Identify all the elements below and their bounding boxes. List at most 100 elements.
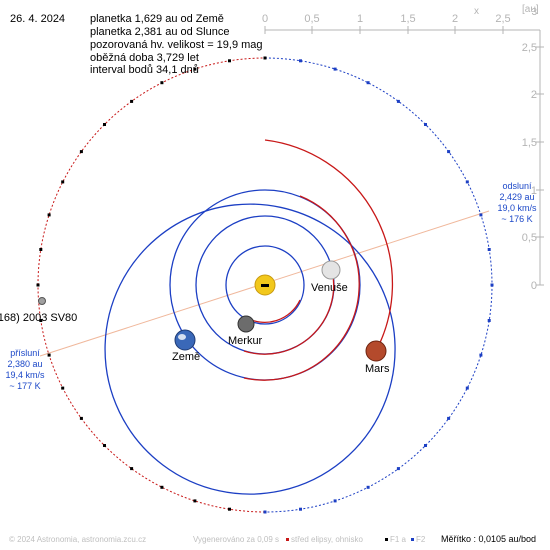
y-scale-tick-label: 2,5 [522, 42, 537, 54]
venus-orbit-near-arc [243, 269, 335, 355]
mars-icon [365, 340, 387, 362]
magnitude-text: pozorovaná hv. velikost = 19,9 mag [90, 39, 263, 51]
aphelion-title: odsluní [502, 181, 532, 191]
orbit-point [487, 319, 491, 322]
mars-orbit-near-arc [264, 139, 394, 352]
legend-center-text: střed elipsy, ohnisko [291, 535, 363, 544]
x-axis-letter: x [474, 6, 479, 17]
legend-focus1: F1 a [385, 535, 406, 544]
y-scale-tick-label: 0,5 [522, 232, 537, 244]
orbit-point [61, 386, 65, 390]
orbit-point [79, 150, 83, 154]
sun-marker [261, 284, 269, 287]
orbit-point [299, 507, 302, 511]
unit-label: [au] [522, 4, 539, 15]
orbit-point [47, 213, 51, 217]
venus-label: Venuše [311, 282, 348, 294]
orbit-point [396, 99, 400, 103]
orbit-point [61, 180, 65, 184]
distance-earth-text: planetka 1,629 au od Země [90, 13, 224, 25]
y-scale-tick-label: 1 [531, 185, 537, 197]
aphelion-info: odsluní 2,429 au 19,0 km/s ~ 176 K [487, 181, 547, 225]
orbit-point [447, 150, 451, 154]
x-scale-tick-label: 0,5 [304, 13, 319, 25]
orbit-point [130, 467, 134, 471]
y-scale-tick-label: 3 [531, 7, 537, 18]
y-scale-tick-label: 2 [531, 89, 537, 101]
y-scale-tick-label: 1,5 [522, 137, 537, 149]
perihelion-title: přísluní [10, 348, 40, 358]
copyright-text: © 2024 Astronomia, astronomia.zcu.cz [9, 535, 147, 544]
orbit-point [465, 386, 469, 390]
orbit-point [299, 59, 302, 63]
asteroid-icon [38, 297, 46, 305]
orbit-point [228, 507, 231, 511]
focus1-marker-icon [385, 538, 388, 542]
orbit-point [103, 444, 106, 447]
center-marker-icon [286, 538, 289, 542]
orbit-point [79, 416, 83, 420]
orbit-point [424, 123, 427, 126]
x-scale-tick-label: 0 [262, 13, 268, 25]
scale-text: Měřítko : 0,0105 au/bod [441, 534, 537, 544]
orbit-point [39, 248, 43, 251]
orbit-point [103, 123, 106, 126]
orbit-point [193, 499, 197, 503]
orbit-point [47, 353, 51, 357]
orbit-point [366, 485, 370, 489]
orbit-point [447, 416, 451, 420]
orbit-point [333, 499, 337, 503]
earth-icon [174, 329, 196, 351]
bodies-layer [38, 260, 387, 362]
asteroid-orbit-left-arc [37, 284, 266, 513]
earth-label: Země [172, 351, 201, 363]
orbit-point [39, 319, 43, 322]
focus2-marker-icon [411, 538, 414, 542]
orbit-point [396, 467, 400, 471]
orbit-point [424, 444, 427, 447]
orbit-point [160, 485, 164, 489]
orbit-point [263, 510, 267, 514]
point-interval-text: interval bodů 34,1 dnů [90, 64, 199, 76]
asteroid-orbit-upper-arc [37, 57, 266, 286]
orbit-point [333, 67, 337, 71]
perihelion-speed: 19,4 km/s [5, 370, 45, 380]
orbit-point [263, 56, 267, 60]
mars-orbit [104, 203, 396, 495]
asteroid-orbit-far-arc [264, 57, 493, 286]
legend-focus1-text: F1 a [390, 535, 407, 544]
mercury-label: Merkur [228, 335, 263, 347]
legend-center: střed elipsy, ohnisko [286, 535, 363, 544]
aphelion-distance: 2,429 au [499, 192, 535, 202]
orbit-point [465, 180, 469, 184]
earth-clouds [178, 334, 186, 340]
perihelion-info: přísluní 2,380 au 19,4 km/s ~ 177 K [0, 348, 55, 392]
aphelion-temperature: ~ 176 K [501, 214, 533, 224]
orbital-period-text: oběžná doba 3,729 let [90, 52, 199, 64]
mars-label: Mars [365, 363, 390, 375]
orbit-point [487, 248, 491, 251]
orbit-point [193, 67, 197, 71]
orbit-point [479, 213, 483, 217]
x-scale-tick-label: 2 [452, 13, 458, 25]
orbit-point [366, 81, 370, 85]
orbits-layer [37, 57, 493, 513]
orbit-point [228, 59, 231, 63]
orbit-point [490, 283, 494, 287]
orbit-point [36, 283, 40, 287]
perihelion-distance: 2,380 au [7, 359, 43, 369]
legend-focus2: F2 [411, 535, 425, 544]
date-label: 26. 4. 2024 [10, 13, 66, 25]
orbit-point [479, 353, 483, 357]
venus-icon [321, 260, 341, 280]
orbit-point [160, 81, 164, 85]
perihelion-temperature: ~ 177 K [9, 381, 41, 391]
x-scale-tick-label: 1,5 [400, 13, 415, 25]
asteroid-orbit-lower-arc [264, 284, 493, 513]
distance-sun-text: planetka 2,381 au od Slunce [90, 26, 230, 38]
mercury-icon [237, 315, 255, 333]
legend-focus2-text: F2 [416, 535, 426, 544]
